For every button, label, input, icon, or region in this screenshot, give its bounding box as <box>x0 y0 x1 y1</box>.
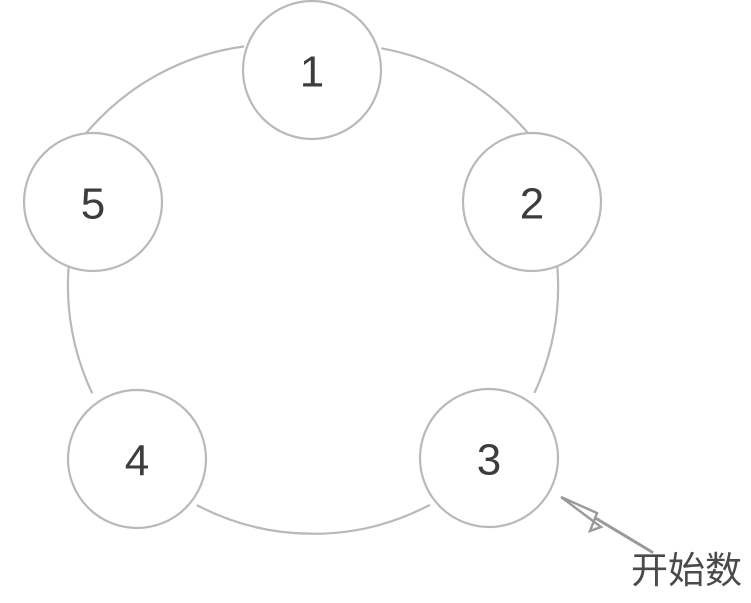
node-label-4: 4 <box>125 437 149 486</box>
edge-3-to-4 <box>196 504 431 535</box>
edge-2-to-3 <box>533 266 560 394</box>
arrow-head-icon <box>560 495 604 534</box>
node-label-1: 1 <box>300 48 324 97</box>
node-circle-4[interactable] <box>66 388 208 530</box>
node-circle-3[interactable] <box>418 387 560 529</box>
node-label-2: 2 <box>520 180 544 229</box>
node-label-5: 5 <box>81 180 105 229</box>
arrow-shaft-line <box>595 517 654 554</box>
node-group-3[interactable]: 3 <box>418 387 560 529</box>
node-group-4[interactable]: 4 <box>66 388 208 530</box>
node-circle-5[interactable] <box>22 131 164 273</box>
node-circle-1[interactable] <box>241 0 383 141</box>
annotation-arrow <box>560 495 654 554</box>
node-group-1[interactable]: 1 <box>241 0 383 141</box>
node-group-5[interactable]: 5 <box>22 131 164 273</box>
ring-arc-group <box>66 45 560 535</box>
node-group-2[interactable]: 2 <box>461 131 603 273</box>
edge-1-to-2 <box>381 47 530 135</box>
node-circle-2[interactable] <box>461 131 603 273</box>
annotation-label-start-count: 开始数 <box>631 549 742 592</box>
edge-5-to-1 <box>84 45 245 135</box>
edge-4-to-5 <box>66 266 93 394</box>
node-label-3: 3 <box>477 436 501 485</box>
